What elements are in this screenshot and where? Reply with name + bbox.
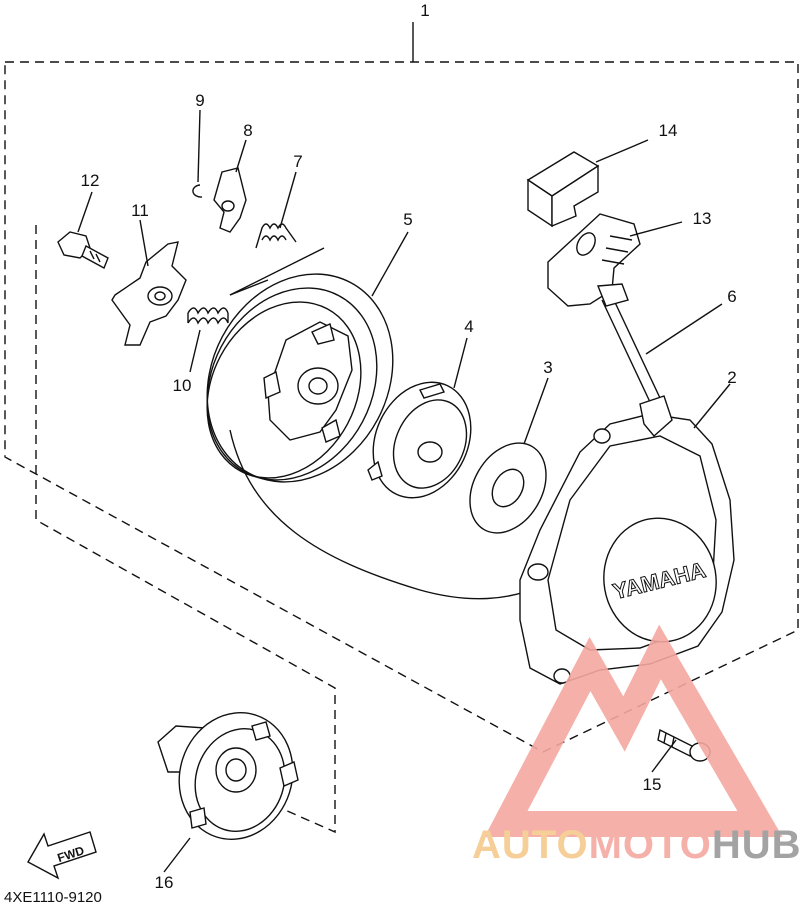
callout-12: 12 (81, 171, 100, 190)
callout-13: 13 (693, 209, 712, 228)
callout-5: 5 (403, 210, 412, 229)
callout-8: 8 (243, 121, 252, 140)
part-2-starter-case: YAMAHA (519, 413, 735, 685)
callout-1: 1 (420, 1, 429, 20)
fwd-arrow-icon: FWD (27, 831, 97, 880)
part-4-drive-plate (367, 381, 472, 499)
callout-14: 14 (659, 121, 678, 140)
part-13-handle (547, 213, 641, 307)
leader-lines (77, 109, 731, 873)
callout-4: 4 (464, 317, 473, 336)
callout-7: 7 (293, 152, 302, 171)
callout-10: 10 (173, 376, 192, 395)
watermark: AUTOMOTOHUB (472, 624, 800, 867)
part-3-washer (469, 442, 547, 534)
callout-numbers: 1 2 3 4 5 6 7 8 9 10 11 12 13 14 15 16 (81, 1, 737, 892)
svg-text:AUTOMOTOHUB: AUTOMOTOHUB (472, 823, 800, 867)
watermark-text-auto: AUTO (472, 823, 589, 867)
part-11-guide-plate (111, 241, 187, 346)
part-7-spring (255, 223, 297, 249)
starter-rope (229, 429, 541, 600)
callout-3: 3 (543, 358, 552, 377)
watermark-logo-icon (484, 624, 783, 837)
part-6-rope (601, 295, 673, 438)
part-9-clip (192, 184, 203, 198)
callout-9: 9 (195, 91, 204, 110)
callout-16: 16 (155, 873, 174, 892)
part-10-spring (187, 307, 229, 325)
part-12-bolt (57, 231, 109, 269)
watermark-text-moto: MOTO (589, 823, 712, 867)
callout-11: 11 (131, 201, 149, 220)
callout-15: 15 (643, 775, 662, 794)
callout-2: 2 (727, 368, 736, 387)
drawing-code: 4XE1110-9120 (4, 889, 102, 906)
part-8-pawl (213, 167, 247, 233)
callout-6: 6 (727, 287, 736, 306)
part-16-drive-pulley (157, 712, 299, 840)
part-14-rubber (526, 151, 600, 228)
watermark-text-hub: HUB (712, 823, 800, 867)
